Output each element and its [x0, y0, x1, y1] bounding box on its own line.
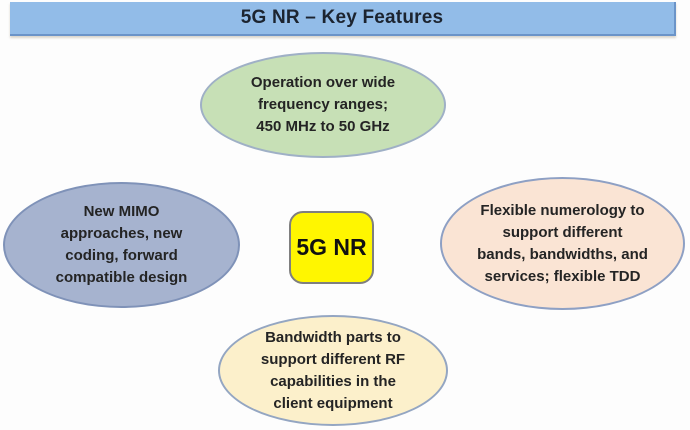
- center-node-5g-nr: 5G NR: [289, 211, 374, 284]
- title-bar: 5G NR – Key Features: [10, 2, 676, 36]
- center-node-label: 5G NR: [296, 234, 367, 260]
- node-bandwidth-parts-label: Bandwidth parts to support different RF …: [260, 328, 406, 412]
- node-frequency-range-label: Operation over wide frequency ranges; 45…: [250, 74, 396, 135]
- node-mimo-coding-label: New MIMO approaches, new coding, forward…: [55, 203, 188, 286]
- node-flexible-numerology-label: Flexible numerology to support different…: [477, 201, 648, 285]
- node-bandwidth-parts: Bandwidth parts to support different RF …: [218, 315, 448, 426]
- node-flexible-numerology: Flexible numerology to support different…: [440, 177, 685, 310]
- node-frequency-range: Operation over wide frequency ranges; 45…: [200, 52, 446, 158]
- node-mimo-coding: New MIMO approaches, new coding, forward…: [3, 182, 240, 308]
- page-title: 5G NR – Key Features: [240, 7, 444, 28]
